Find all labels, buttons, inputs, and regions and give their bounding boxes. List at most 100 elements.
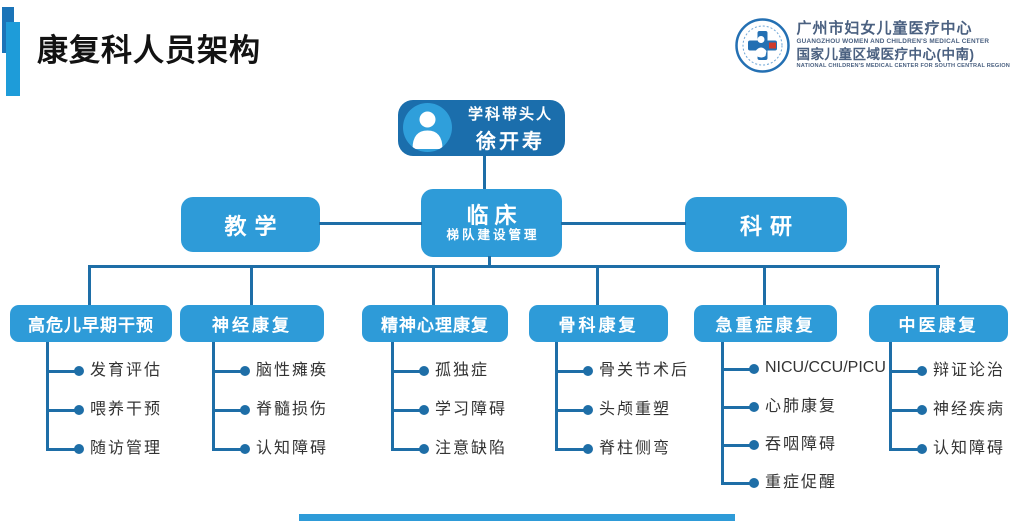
bullet-dot (240, 366, 250, 376)
leaf-item: NICU/CCU/PICU (765, 359, 886, 376)
leaf-item: 发育评估 (90, 362, 163, 379)
connector-line (721, 444, 752, 447)
connector-line (596, 265, 599, 305)
bullet-dot (749, 364, 759, 374)
org-node-research: 科研 (685, 197, 847, 252)
bullet-dot (240, 405, 250, 415)
connector-spine (889, 342, 892, 450)
connector-spine (212, 342, 215, 450)
connector-trunk-line (89, 265, 940, 268)
leaf-item: 辩证论治 (933, 362, 1006, 379)
connector-line (212, 448, 243, 451)
connector-line (561, 222, 686, 225)
bullet-dot (419, 366, 429, 376)
column-title: 精神心理康复 (381, 316, 489, 335)
page-title: 康复科人员架构 (37, 33, 261, 68)
org-node-high-risk-infant: 高危儿早期干预 (10, 305, 172, 342)
bullet-dot (74, 366, 84, 376)
footer-accent-bar (299, 514, 735, 521)
clinical-sublabel: 梯队建设管理 (446, 227, 540, 242)
column-title: 骨科康复 (558, 316, 639, 335)
org-node-tcm-rehab: 中医康复 (869, 305, 1008, 342)
connector-spine (721, 342, 724, 484)
column-title: 中医康复 (898, 316, 979, 335)
connector-line (721, 406, 752, 409)
leaf-item: 脊髓损伤 (256, 401, 329, 418)
leaf-item: 头颅重塑 (599, 401, 672, 418)
connector-line (212, 409, 243, 412)
bullet-dot (749, 478, 759, 488)
org-node-clinical: 临床 梯队建设管理 (421, 189, 562, 257)
connector-line (319, 222, 422, 225)
connector-line (889, 448, 920, 451)
bullet-dot (240, 444, 250, 454)
connector-line (46, 370, 77, 373)
connector-spine (46, 342, 49, 450)
leaf-item: 认知障碍 (933, 440, 1006, 457)
bullet-dot (74, 405, 84, 415)
bullet-dot (583, 444, 593, 454)
connector-line (889, 370, 920, 373)
title-accent-bar-light (6, 22, 20, 96)
leaf-item: 心肺康复 (765, 398, 838, 415)
connector-line (483, 156, 486, 190)
leaf-item: 重症促醒 (765, 474, 838, 491)
column-title: 高危儿早期干预 (28, 316, 154, 335)
org-node-leader: 学科带头人 徐开寿 (398, 100, 565, 156)
connector-line (555, 448, 586, 451)
hospital-emblem-icon (734, 18, 790, 73)
connector-line (488, 256, 491, 268)
connector-line (555, 370, 586, 373)
clinical-label: 临床 (466, 202, 523, 228)
org-node-critical-care-rehab: 急重症康复 (694, 305, 837, 342)
teaching-label: 教学 (224, 213, 285, 239)
column-title: 神经康复 (212, 316, 292, 335)
leaf-item: 骨关节术后 (599, 362, 690, 379)
bullet-dot (917, 366, 927, 376)
leaf-item: 随访管理 (90, 440, 163, 457)
bullet-dot (583, 366, 593, 376)
person-avatar-icon (403, 103, 452, 152)
bullet-dot (749, 402, 759, 412)
bullet-dot (749, 440, 759, 450)
connector-line (555, 409, 586, 412)
hospital-logo-text: 广州市妇女儿童医疗中心 GUANGZHOU WOMEN AND CHILDREN… (796, 19, 1010, 71)
leaf-item: 神经疾病 (933, 401, 1006, 418)
bullet-dot (583, 405, 593, 415)
leader-role-label: 学科带头人 (467, 105, 553, 123)
org-node-neuro-rehab: 神经康复 (180, 305, 324, 342)
leaf-item: 注意缺陷 (435, 440, 508, 457)
bullet-dot (74, 444, 84, 454)
connector-line (391, 448, 422, 451)
connector-spine (555, 342, 558, 450)
bullet-dot (419, 405, 429, 415)
leaf-item: 吞咽障碍 (765, 436, 838, 453)
connector-line (212, 370, 243, 373)
connector-line (46, 448, 77, 451)
leaf-item: 脑性瘫痪 (256, 362, 329, 379)
bullet-dot (917, 444, 927, 454)
hospital-logo: 广州市妇女儿童医疗中心 GUANGZHOU WOMEN AND CHILDREN… (734, 18, 1010, 73)
connector-line (88, 265, 91, 305)
bullet-dot (917, 405, 927, 415)
leaf-item: 认知障碍 (256, 440, 329, 457)
org-node-ortho-rehab: 骨科康复 (529, 305, 668, 342)
connector-line (763, 265, 766, 305)
hospital-subtitle-en: NATIONAL CHILDREN'S MEDICAL CENTER FOR S… (796, 63, 1010, 70)
research-label: 科研 (739, 213, 800, 239)
hospital-name-cn: 广州市妇女儿童医疗中心 (796, 19, 973, 37)
leaf-item: 喂养干预 (90, 401, 163, 418)
connector-line (391, 409, 422, 412)
connector-spine (391, 342, 394, 450)
hospital-subtitle-cn: 国家儿童区域医疗中心(中南) (796, 47, 975, 63)
bullet-dot (419, 444, 429, 454)
hospital-name-en: GUANGZHOU WOMEN AND CHILDREN'S MEDICAL C… (796, 37, 990, 45)
org-node-teaching: 教学 (181, 197, 320, 252)
connector-line (432, 265, 435, 305)
connector-line (889, 409, 920, 412)
connector-line (936, 265, 939, 305)
leaf-item: 脊柱侧弯 (599, 440, 672, 457)
org-node-psych-rehab: 精神心理康复 (362, 305, 508, 342)
leaf-item: 孤独症 (435, 362, 490, 379)
